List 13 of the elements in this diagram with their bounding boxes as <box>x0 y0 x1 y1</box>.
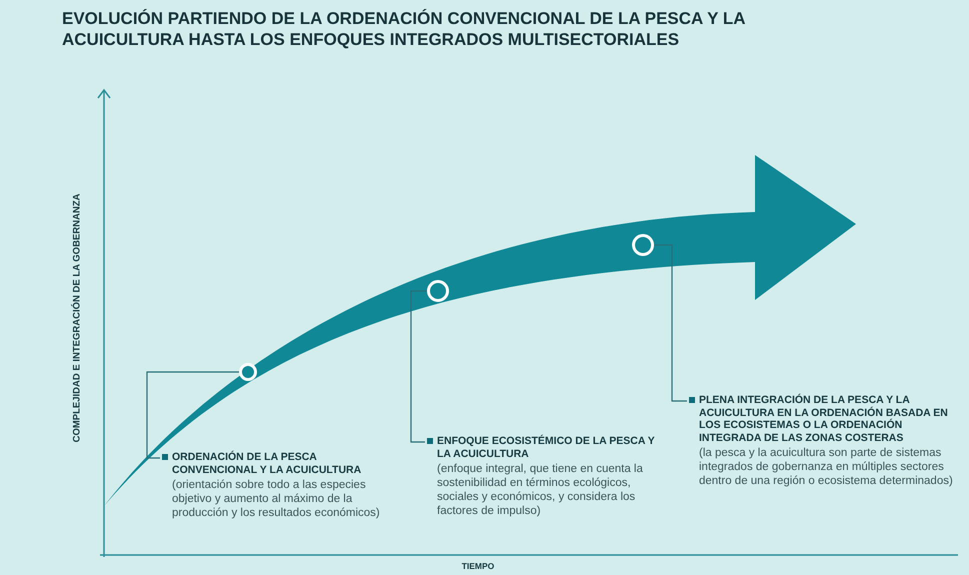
stage-heading: ORDENACIÓN DE LA PESCA CONVENCIONAL Y LA ACUICULTURA <box>172 451 362 476</box>
stage-description: (enfoque integral, que tiene en cuenta la sostenibilidad en términos ecológicos, sociales y económicos, y considera los factores de impulso) <box>437 462 644 518</box>
leader-line <box>654 244 687 402</box>
stage-heading: ENFOQUE ECOSISTÉMICO DE LA PESCA Y LA ACUICULTURA <box>437 435 656 460</box>
marker-ring <box>239 363 257 381</box>
stage-description: (orientación sobre todo a las especies objetivo y aumento al máximo de la producción y los resultados económicos) <box>172 478 381 520</box>
stage-description: (la pesca y la acuicultura son parte de sistemas integrados de gobernanza en múltiples sectores dentro de una región o ecosistema determinados) <box>699 446 954 488</box>
leader-line <box>146 371 239 459</box>
x-axis-label: TIEMPO <box>462 561 494 571</box>
title: EVOLUCIÓN PARTIENDO DE LA ORDENACIÓN CONVENCIONAL DE LA PESCA Y LA ACUICULTURA HASTA LOS ENFOQUES INTEGRADOS MULTISECTORIALES <box>62 8 746 50</box>
leader-line <box>410 290 427 443</box>
stage-heading: PLENA INTEGRACIÓN DE LA PESCA Y LA ACUICULTURA EN LA ORDENACIÓN BASADA EN LOS ECOSISTEMAS O LA ORDENACIÓN INTEGRADA DE LAS ZONAS COSTERAS <box>699 394 949 444</box>
y-axis-label: COMPLEJIDAD E INTEGRACIÓN DE LA GOBERNANZA <box>72 194 82 442</box>
